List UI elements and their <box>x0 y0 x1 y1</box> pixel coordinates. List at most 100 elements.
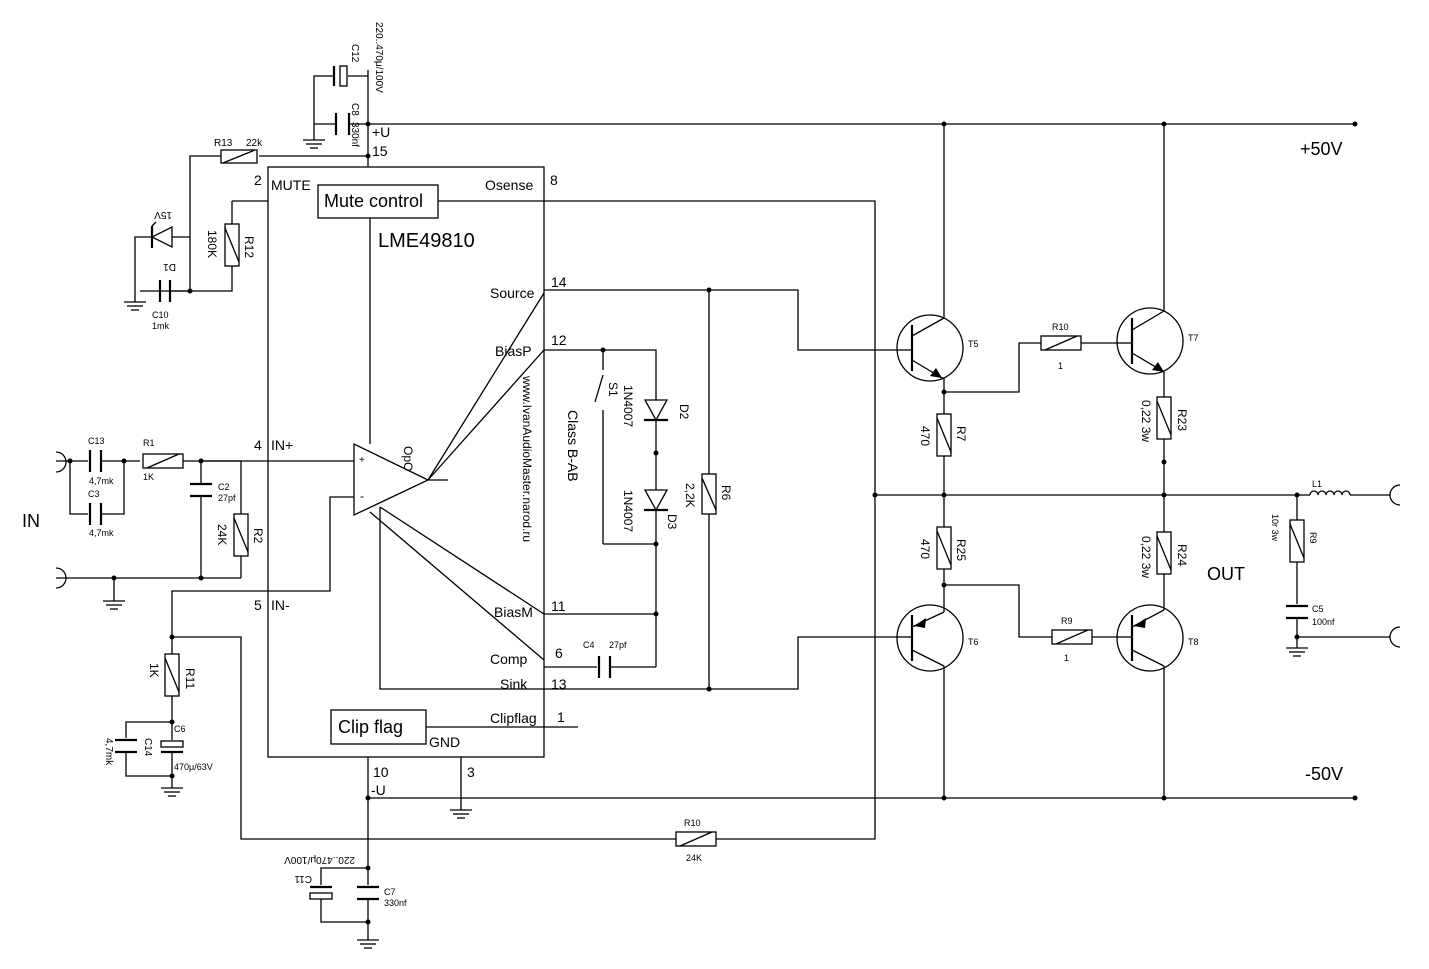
r7-value: 470 <box>918 426 932 446</box>
c7-value: 330nf <box>384 898 407 908</box>
c10-value: 1mk <box>152 321 170 331</box>
t7-name: T7 <box>1188 333 1199 343</box>
r10b-name: R10 <box>684 818 701 828</box>
t5-name: T5 <box>968 339 979 349</box>
r7-name: R7 <box>954 426 968 442</box>
pin-10-number: 10 <box>373 764 389 780</box>
d1-value: 15V <box>154 209 172 220</box>
input-port-label: IN <box>22 511 40 531</box>
d3-triangle <box>643 489 669 512</box>
r2-value: 24K <box>215 524 229 545</box>
pin-8-number: 8 <box>550 172 558 188</box>
pin-1-number: 1 <box>557 709 565 725</box>
pin-15-number: 15 <box>372 143 388 159</box>
r13-value: 22k <box>246 138 263 149</box>
c6-value: 470μ/63V <box>174 762 213 772</box>
c11-body <box>309 892 333 900</box>
rail-negative-label: -50V <box>1305 764 1343 784</box>
r11-name: R11 <box>183 668 197 689</box>
pin-in-plus-label: IN+ <box>271 437 293 453</box>
d1-name: D1 <box>163 261 176 272</box>
class-label: Class B-AB <box>565 410 581 482</box>
c12-value: 220..470μ/100V <box>373 22 384 93</box>
c11-name: C11 <box>294 873 312 884</box>
pin-6-number: 6 <box>555 645 563 661</box>
r13-name: R13 <box>214 138 233 149</box>
clip-flag-label: Clip flag <box>338 717 403 737</box>
t6-name: T6 <box>968 637 979 647</box>
pin-mute-label: MUTE <box>271 177 311 193</box>
c2-value: 27pf <box>218 493 236 503</box>
r1-value: 1K <box>143 472 154 482</box>
c3-name: C3 <box>88 489 100 499</box>
c14-value: 4,7mk <box>103 738 114 766</box>
c3-value: 4,7mk <box>89 528 114 538</box>
t6-body <box>896 604 964 672</box>
c13-value: 4,7mk <box>89 476 114 486</box>
d2-name: D2 <box>677 404 691 420</box>
c13-name: C13 <box>88 436 105 446</box>
d2-triangle <box>643 399 669 422</box>
r6-name: R6 <box>719 485 733 501</box>
pin-12-number: 12 <box>551 332 567 348</box>
pin-5-number: 5 <box>254 597 262 613</box>
r12-value: 180K <box>205 230 219 258</box>
c5-name: C5 <box>1312 604 1324 614</box>
pin-2-number: 2 <box>254 172 262 188</box>
pin-sink-label: Sink <box>500 676 528 692</box>
website-label: www.IvanAudioMaster.narod.ru <box>520 375 534 542</box>
pin-source-label: Source <box>490 285 535 301</box>
opamp-plus: + <box>359 455 365 466</box>
c4-name: C4 <box>583 640 595 650</box>
pin-13-number: 13 <box>551 676 567 692</box>
c7-name: C7 <box>384 887 396 897</box>
r9b-name: R9 <box>1308 532 1318 544</box>
c2-name: C2 <box>218 482 230 492</box>
pin-3-number: 3 <box>467 764 475 780</box>
d2-value: 1N4007 <box>621 385 635 427</box>
ic-name: LME49810 <box>378 230 475 252</box>
mute-control-block <box>317 184 439 219</box>
r10a-value: 1 <box>1058 361 1063 371</box>
opamp-minus: - <box>360 489 364 503</box>
t8-body <box>1116 604 1184 672</box>
l1-inductor <box>1309 490 1351 496</box>
pin-comp-label: Comp <box>490 651 528 667</box>
r25-name: R25 <box>954 539 968 561</box>
output-port-label: OUT <box>1207 564 1245 584</box>
pin-minus-u-label: -U <box>371 782 386 798</box>
c8-value: 330nf <box>349 122 360 147</box>
c12-body <box>339 65 348 87</box>
c6-body <box>160 740 184 748</box>
pin-14-number: 14 <box>551 274 567 290</box>
c10-name: C10 <box>152 310 169 320</box>
r10a-name: R10 <box>1052 322 1069 332</box>
pin-in-minus-label: IN- <box>271 597 290 613</box>
c6-name: C6 <box>174 724 186 734</box>
r2-name: R2 <box>251 528 265 544</box>
r6-value: 2,2K <box>683 483 697 508</box>
pin-plus-u-label: +U <box>372 124 390 140</box>
pin-gnd-label: GND <box>429 734 460 750</box>
ic-body <box>267 166 545 758</box>
rail-positive-label: +50V <box>1300 139 1343 159</box>
r11-value: 1K <box>147 663 161 678</box>
c5-value: 100nf <box>1312 617 1335 627</box>
d3-value: 1N4007 <box>621 490 635 532</box>
r24-value: 0,22 3w <box>1139 536 1153 578</box>
c8-name: C8 <box>349 103 360 116</box>
r10b-value: 24K <box>686 853 702 863</box>
pin-biasm-label: BiasM <box>494 604 533 620</box>
t5-body <box>896 314 964 382</box>
r9b-value: 10r 3w <box>1270 514 1280 542</box>
t7-body <box>1116 307 1184 375</box>
opamp-label: OpO <box>401 446 415 471</box>
d3-name: D3 <box>665 514 679 530</box>
r1-name: R1 <box>143 438 155 448</box>
c4-value: 27pf <box>609 640 627 650</box>
switch-s1-label: S1 <box>606 382 620 397</box>
r9a-value: 1 <box>1064 653 1069 663</box>
r23-value: 0,22 3w <box>1139 400 1153 442</box>
t8-name: T8 <box>1188 637 1199 647</box>
